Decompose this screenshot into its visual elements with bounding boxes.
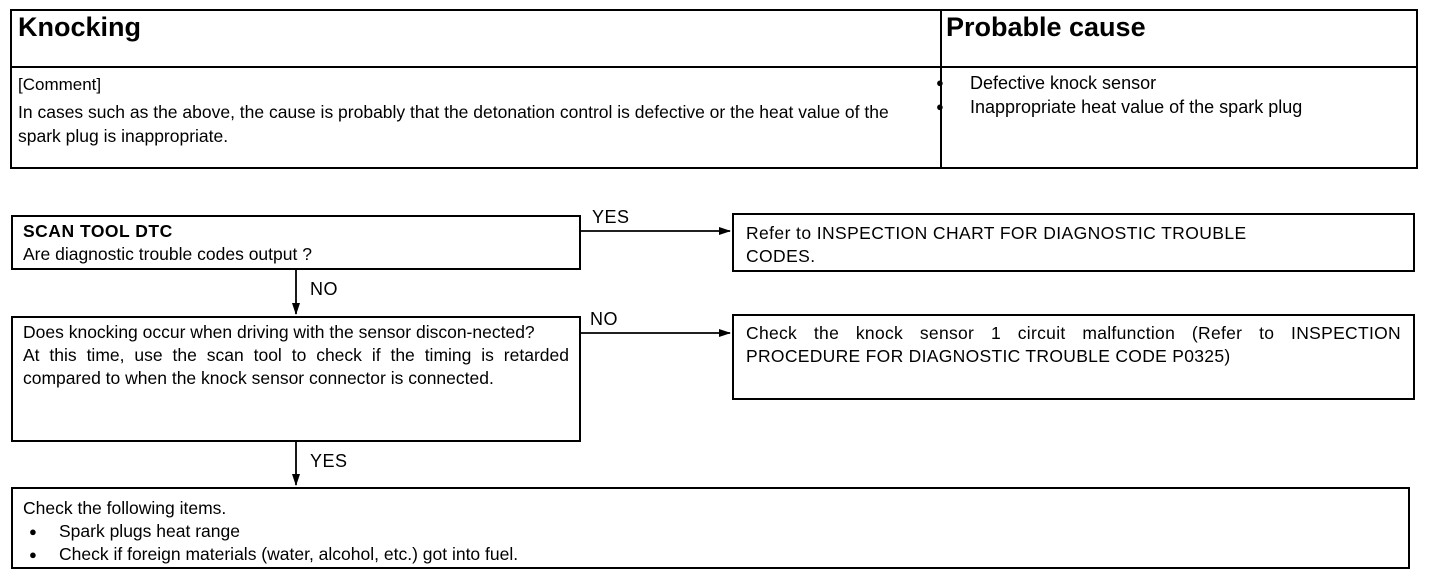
probable-cause-title: Probable cause xyxy=(946,12,1146,42)
step2-yes-label: YES xyxy=(310,451,348,471)
knock-sensor-circuit-box: Check the knock sensor 1 circuit malfunc… xyxy=(732,314,1415,400)
knocking-check-note: At this time, use the scan tool to check… xyxy=(23,345,569,388)
probable-cause-list: Defective knock sensor Inappropriate hea… xyxy=(934,71,1302,119)
scan-tool-dtc-box: SCAN TOOL DTC Are diagnostic trouble cod… xyxy=(11,215,581,270)
step2-no-label: NO xyxy=(590,309,618,329)
scan-tool-dtc-question: Are diagnostic trouble codes output ? xyxy=(23,244,312,264)
check-items-box: Check the following items. Spark plugs h… xyxy=(11,487,1410,569)
symptom-title: Knocking xyxy=(18,12,142,42)
check-item: Spark plugs heat range xyxy=(23,520,1398,543)
table-header-row xyxy=(12,11,1416,68)
check-item: Check if foreign materials (water, alcoh… xyxy=(23,543,1398,566)
check-items-list: Spark plugs heat range Check if foreign … xyxy=(23,520,1398,566)
knock-sensor-circuit-text: Check the knock sensor 1 circuit malfunc… xyxy=(746,323,1401,366)
step1-yes-label: YES xyxy=(592,207,630,227)
step1-no-label: NO xyxy=(310,279,338,299)
refer-inspection-chart-box: Refer to INSPECTION CHART FOR DIAGNOSTIC… xyxy=(732,213,1415,272)
knocking-check-box: Does knocking occur when driving with th… xyxy=(11,316,581,442)
refer-inspection-chart-text: Refer to INSPECTION CHART FOR DIAGNOSTIC… xyxy=(746,223,1247,266)
scan-tool-dtc-title: SCAN TOOL DTC xyxy=(23,221,173,241)
cause-item: Inappropriate heat value of the spark pl… xyxy=(934,95,1302,119)
cause-item: Defective knock sensor xyxy=(934,71,1302,95)
comment-tag: [Comment] xyxy=(18,75,102,94)
knocking-check-question: Does knocking occur when driving with th… xyxy=(23,322,535,342)
check-items-intro: Check the following items. xyxy=(23,498,227,518)
comment-text: In cases such as the above, the cause is… xyxy=(18,102,889,146)
